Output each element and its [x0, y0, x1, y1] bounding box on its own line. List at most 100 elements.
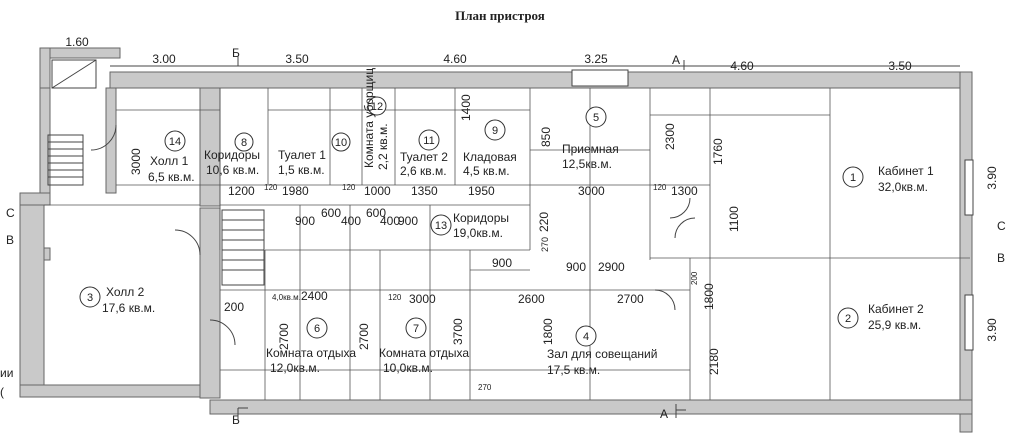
- room-area: 12,5кв.м.: [562, 157, 612, 171]
- dim-label: 600: [321, 206, 341, 220]
- dim-label: 120: [264, 183, 278, 192]
- dim-label: 270: [540, 237, 550, 252]
- room-name: Кабинет 2: [868, 302, 924, 316]
- dim-label: 850: [539, 127, 553, 147]
- room-number: 10: [335, 137, 347, 149]
- room-area: 6,5 кв.м.: [148, 170, 195, 184]
- dim-label: 2700: [357, 323, 371, 350]
- dim-label: 1350: [411, 184, 438, 198]
- dim-label: 2700: [277, 323, 291, 350]
- dim-label: 1300: [671, 184, 698, 198]
- room-number: 6: [314, 323, 320, 335]
- dim-label: 3.50: [285, 52, 309, 66]
- dim-label: 4.60: [443, 52, 467, 66]
- room-name: Коридоры: [204, 148, 260, 162]
- dim-label: 600: [366, 206, 386, 220]
- dim-label: 3.50: [888, 59, 912, 73]
- interior-walls: [44, 88, 970, 400]
- room-number: 11: [423, 135, 434, 147]
- dim-label: 900: [566, 260, 586, 274]
- section-mark-b: Б: [232, 46, 240, 60]
- room-number: 14: [169, 136, 181, 148]
- door-arcs: [90, 124, 696, 346]
- dim-label: 2300: [663, 123, 677, 150]
- dim-label: 1760: [711, 138, 725, 165]
- room-area: 1,5 кв.м.: [278, 163, 325, 177]
- dim-label: 1000: [364, 184, 391, 198]
- dim-label: 200: [690, 271, 699, 285]
- dim-label: 1.60: [65, 35, 89, 49]
- room-number: 12: [371, 101, 383, 113]
- dim-label: 200: [224, 300, 244, 314]
- windows: [571, 69, 974, 351]
- dim-label: 2700: [617, 292, 644, 306]
- section-mark-a: А: [660, 407, 668, 421]
- room-name: Приемная: [562, 142, 619, 156]
- dim-label: 1950: [468, 184, 495, 198]
- dim-label: 1100: [727, 206, 741, 232]
- dim-label: 220: [537, 212, 551, 232]
- dim-label: 2180: [707, 348, 721, 375]
- room-number: 2: [845, 313, 851, 325]
- outer-walls: [19, 47, 973, 433]
- dim-label: 2400: [301, 289, 328, 303]
- top-dimensions: 1.60 3.00 3.50 4.60 3.25 4.60 3.50: [65, 35, 960, 73]
- room-name: Коридоры: [453, 211, 509, 225]
- dim-label: 900: [492, 256, 512, 270]
- room-area: 12,0кв.м.: [270, 361, 320, 375]
- section-mark-c: С: [997, 219, 1006, 233]
- dim-label: 1400: [459, 94, 473, 121]
- dim-label: 120: [388, 293, 402, 302]
- section-mark-v: В: [6, 233, 14, 247]
- section-marks: Б Б А А С В С В: [6, 46, 1006, 427]
- room-number: 4: [583, 331, 589, 343]
- room-name: Туалет 1: [278, 148, 326, 162]
- room-name: Комната отдыха: [379, 346, 469, 360]
- room-number: 7: [413, 323, 419, 335]
- room-labels: Холл 1 6,5 кв.м. Коридоры 10,6 кв.м. Туа…: [102, 68, 934, 377]
- section-mark-c: С: [6, 206, 15, 220]
- dim-label: 3000: [129, 148, 143, 175]
- room-name: Кабинет 1: [878, 164, 934, 178]
- room-area: 4,5 кв.м.: [463, 164, 510, 178]
- plan-title: План пристроя: [455, 8, 545, 23]
- room-name: Комната отдыха: [266, 346, 356, 360]
- room-area: 32,0кв.м.: [878, 180, 928, 194]
- room-area: 25,9 кв.м.: [868, 318, 921, 332]
- room-numbers: 14 8 10 12 11 9 5 1 13 3 6 7 4 2: [79, 96, 864, 347]
- dim-label: 900: [398, 214, 418, 228]
- section-mark-a: А: [672, 53, 680, 67]
- room-name: Туалет 2: [400, 150, 448, 164]
- room-number: 1: [850, 172, 856, 184]
- room-name: Зал для совещаний: [547, 347, 657, 361]
- room-area: 17,5 кв.м.: [547, 363, 600, 377]
- room-number: 9: [492, 125, 498, 137]
- dim-right-bottom: 3.90: [985, 318, 999, 342]
- margin-text: (: [0, 385, 4, 399]
- dim-right-top: 3.90: [985, 166, 999, 190]
- dim-label: 3.00: [152, 52, 176, 66]
- room-name: Холл 1: [150, 154, 189, 168]
- stairs-icon: [47, 59, 265, 286]
- room-number: 13: [435, 220, 447, 232]
- room-area: 10,0кв.м.: [383, 361, 433, 375]
- margin-text: ии: [0, 366, 13, 380]
- dim-label: 2600: [518, 292, 545, 306]
- dim-label: 1200: [228, 184, 255, 198]
- dim-label: 4.60: [730, 59, 754, 73]
- dim-label: 3000: [578, 184, 605, 198]
- dim-label: 900: [295, 214, 315, 228]
- dim-label: 1800: [702, 283, 716, 310]
- room-name: Холл 2: [106, 285, 145, 299]
- room-area: 2,2 кв.м.: [376, 123, 390, 170]
- dim-label: 120: [342, 183, 356, 192]
- dim-label: 1800: [541, 318, 555, 345]
- room-area: 2,6 кв.м.: [400, 164, 447, 178]
- dim-label: 3000: [409, 292, 436, 306]
- dim-label: 400: [380, 214, 400, 228]
- room-area: 10,6 кв.м.: [206, 163, 259, 177]
- room-number: 3: [87, 292, 93, 304]
- inner-dimensions: 3000 1200 1980 1000 1350 1950 3000 1300 …: [129, 94, 741, 392]
- section-mark-v: В: [997, 251, 1005, 265]
